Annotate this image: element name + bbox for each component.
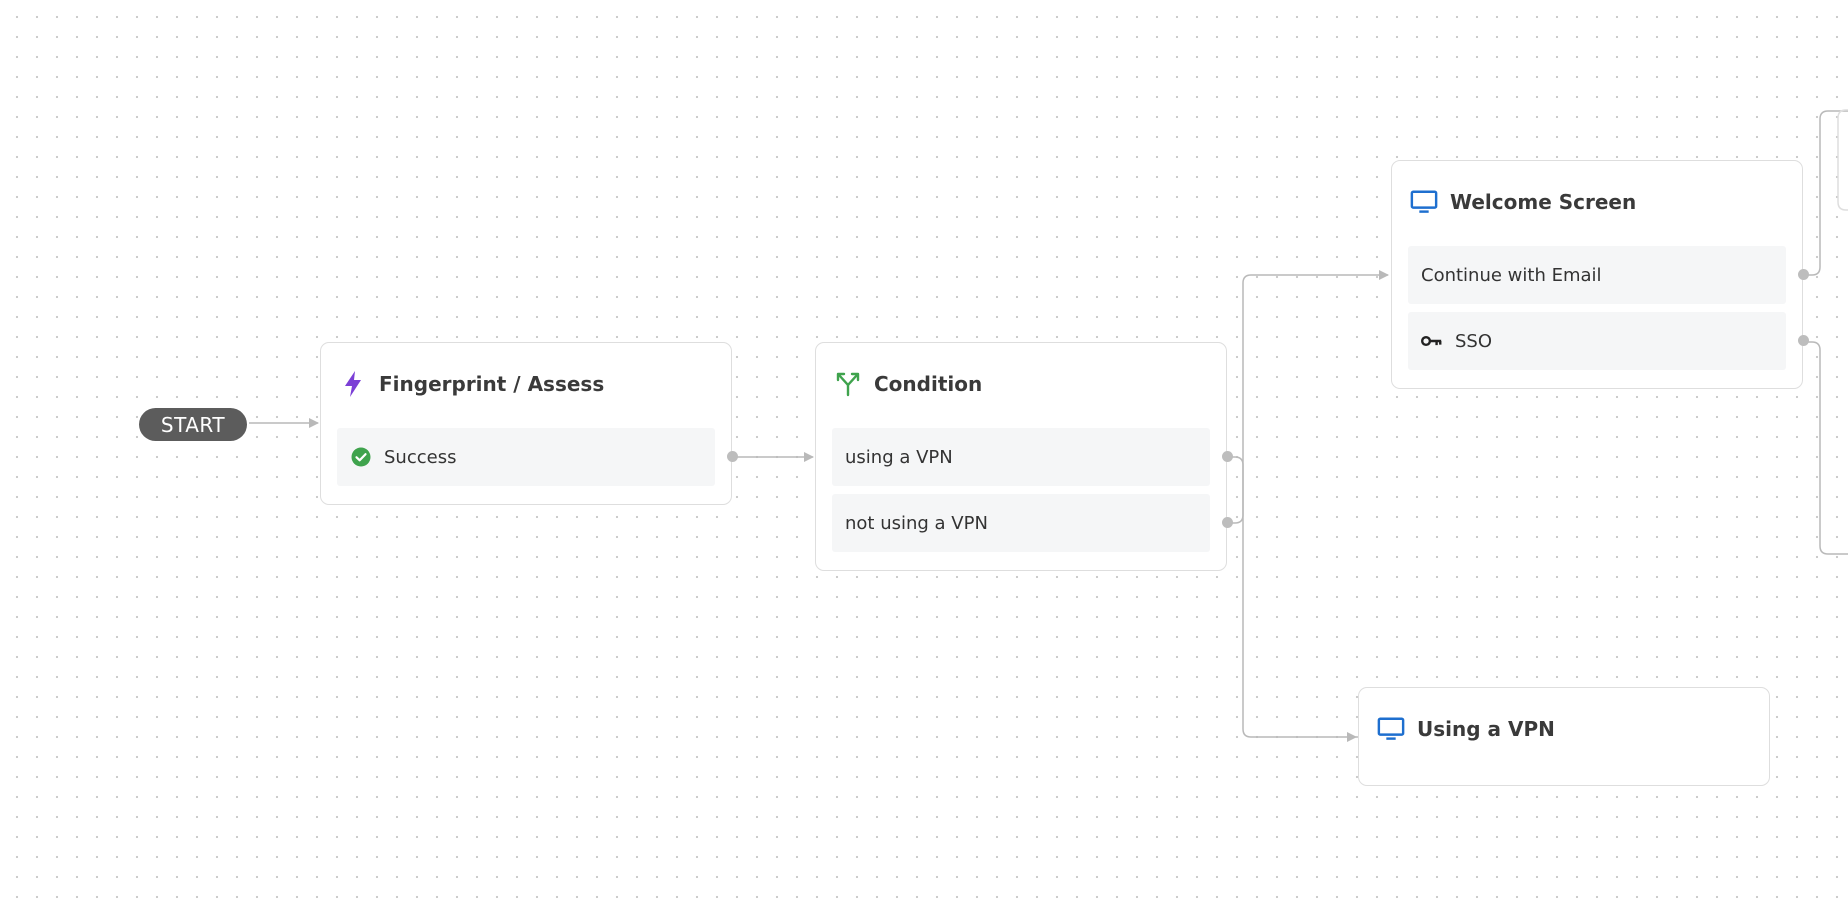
node-title: Using a VPN [1417,717,1555,741]
node-header: Using a VPN [1377,714,1555,744]
node-condition[interactable]: Condition using a VPN not using a VPN [815,342,1233,571]
output-port[interactable] [1798,269,1809,280]
lightning-icon [339,370,367,398]
monitor-icon [1377,715,1405,743]
node-header: Fingerprint / Assess [339,369,604,399]
node-fingerprint-assess[interactable]: Fingerprint / Assess Success [320,342,738,505]
start-node[interactable]: START [139,408,247,441]
output-label: Success [384,446,457,468]
output-port[interactable] [727,451,738,462]
node-header: Welcome Screen [1410,187,1636,217]
monitor-icon [1410,188,1438,216]
node-header: Condition [834,369,982,399]
output-success[interactable]: Success [337,428,738,486]
output-label: SSO [1455,330,1493,352]
output-label: Continue with Email [1421,264,1602,286]
key-icon [1421,330,1443,352]
output-sso[interactable]: SSO [1408,312,1809,370]
offscreen-node-edge [1837,109,1848,211]
output-using-vpn[interactable]: using a VPN [832,428,1233,486]
output-port[interactable] [1222,451,1233,462]
check-circle-icon [350,446,372,468]
start-label: START [160,412,226,437]
edge-not-vpn-to-welcome [1207,270,1389,524]
output-label: not using a VPN [845,512,988,534]
output-port[interactable] [1222,517,1233,528]
edge-vpn-to-using-vpn [1207,456,1357,742]
output-continue-with-email[interactable]: Continue with Email [1408,246,1809,304]
branch-icon [834,370,862,398]
node-welcome-screen[interactable]: Welcome Screen Continue with Email SSO [1391,160,1809,389]
node-title: Condition [874,372,983,396]
output-label: using a VPN [845,446,953,468]
output-port[interactable] [1798,335,1809,346]
node-title: Fingerprint / Assess [379,372,605,396]
node-title: Welcome Screen [1450,190,1637,214]
output-not-using-vpn[interactable]: not using a VPN [832,494,1233,552]
node-using-a-vpn[interactable]: Using a VPN [1358,687,1770,786]
